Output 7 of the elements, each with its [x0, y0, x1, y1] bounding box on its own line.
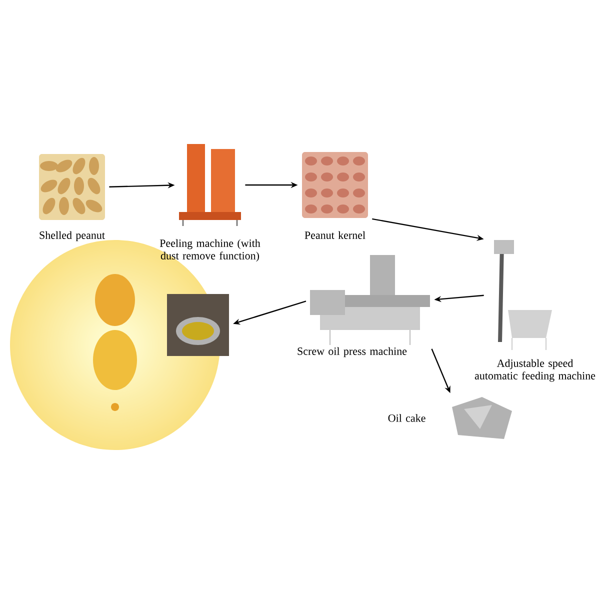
photo — [167, 294, 229, 356]
node-label: Shelled peanut — [40, 231, 105, 242]
node-label: Peanut kernel — [304, 231, 366, 239]
node-label: Oil cake — [388, 414, 426, 422]
node-label: Screw oil press machine — [298, 347, 407, 358]
node-label: Adjustable speed automatic feeding machine — [474, 359, 596, 382]
node-label: Peeling machine (with dust remove function) — [160, 239, 260, 262]
